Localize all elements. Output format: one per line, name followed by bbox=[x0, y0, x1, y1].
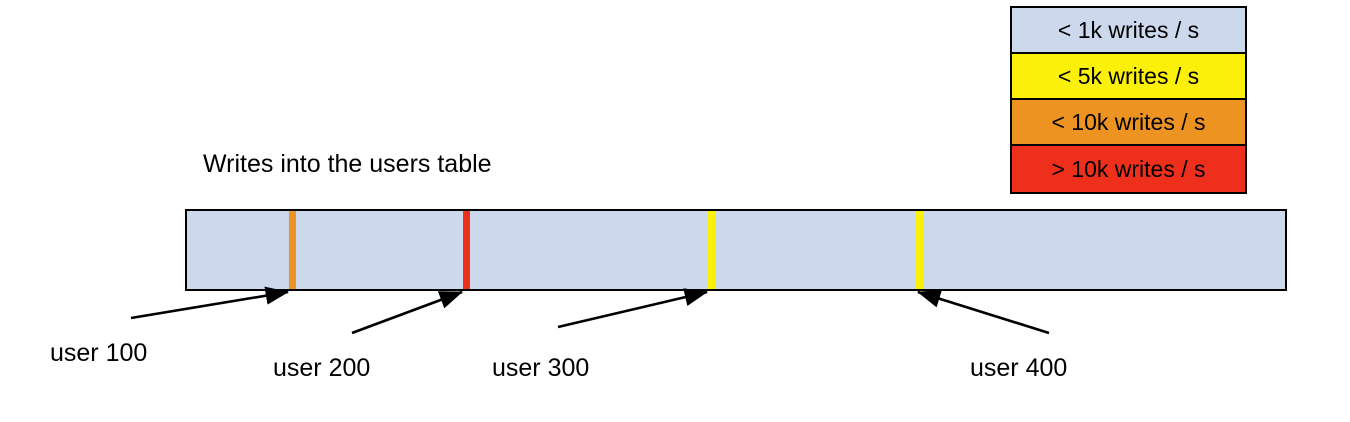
user-300-arrow bbox=[557, 288, 709, 329]
user-100-arrow bbox=[130, 286, 290, 320]
legend-label-gt-10k: > 10k writes / s bbox=[1051, 155, 1206, 182]
user-300-label: user 300 bbox=[492, 354, 590, 382]
legend-label-lt-10k: < 10k writes / s bbox=[1051, 108, 1206, 135]
user-400-label: user 400 bbox=[970, 354, 1068, 382]
user-100-label: user 100 bbox=[50, 339, 148, 367]
users-table-bar bbox=[185, 209, 1287, 291]
legend-label-lt-5k: < 5k writes / s bbox=[1057, 62, 1200, 89]
legend-row-lt-1k: < 1k writes / s bbox=[1012, 8, 1245, 54]
chart-title: Writes into the users table bbox=[203, 150, 492, 178]
user-300-marker bbox=[708, 211, 715, 289]
user-400-arrow bbox=[917, 289, 1050, 335]
user-400-marker bbox=[916, 211, 923, 289]
write-rate-legend: < 1k writes / s < 5k writes / s < 10k wr… bbox=[1010, 6, 1247, 194]
user-200-label: user 200 bbox=[273, 354, 371, 382]
user-200-marker bbox=[463, 211, 470, 289]
legend-label-lt-1k: < 1k writes / s bbox=[1057, 16, 1200, 43]
legend-row-lt-10k: < 10k writes / s bbox=[1012, 100, 1245, 146]
legend-row-gt-10k: > 10k writes / s bbox=[1012, 146, 1245, 192]
legend-row-lt-5k: < 5k writes / s bbox=[1012, 54, 1245, 100]
user-200-arrow bbox=[351, 290, 463, 335]
user-100-marker bbox=[289, 211, 296, 289]
